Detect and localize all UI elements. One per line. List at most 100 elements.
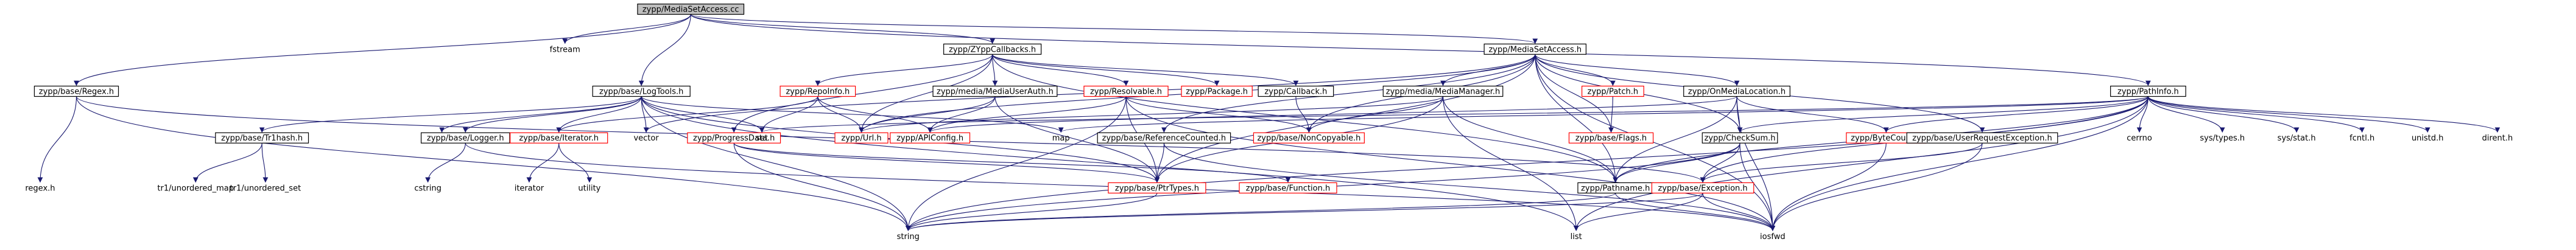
node-box xyxy=(215,132,309,144)
node-onmedialocation[interactable]: zypp/OnMediaLocation.h xyxy=(1683,85,1790,97)
node-label: zypp/base/LogTools.h xyxy=(599,88,683,97)
node-label: zypp/Package.h xyxy=(1186,88,1248,97)
node-label: zypp/base/ReferenceCounted.h xyxy=(1102,134,1226,143)
node-zyppcb[interactable]: zypp/ZYppCallbacks.h xyxy=(943,43,1042,55)
node-box xyxy=(1181,85,1253,97)
edge-resolvable-to-apiconfig xyxy=(927,96,1127,133)
node-box xyxy=(1253,132,1365,144)
node-box xyxy=(779,85,856,97)
edge-zyppcb-to-resolvable xyxy=(992,54,1129,86)
edge-root-to-logtools xyxy=(638,14,691,86)
edge-regex-to-string xyxy=(76,96,911,231)
node-label: fcntl.h xyxy=(2349,134,2374,143)
node-box xyxy=(420,132,510,144)
edge-resolvable-to-noncopyable xyxy=(1125,96,1312,133)
edge-root-to-regex xyxy=(74,14,691,86)
node-box xyxy=(1382,85,1504,97)
edge-exception-to-string xyxy=(906,192,1703,231)
node-box xyxy=(890,132,971,144)
node-label: tr1/unordered_set xyxy=(230,184,301,193)
edge-onmedialocation-to-iosfwd xyxy=(1736,96,1776,231)
node-label: iterator xyxy=(515,184,544,193)
node-label: zypp/base/Logger.h xyxy=(427,134,504,143)
node-label: zypp/base/Flags.h xyxy=(1575,134,1647,143)
node-box xyxy=(1701,132,1778,144)
node-noncopyable[interactable]: zypp/base/NonCopyable.h xyxy=(1253,132,1365,144)
node-box xyxy=(1483,43,1587,55)
node-url[interactable]: zypp/Url.h xyxy=(834,132,889,144)
node-pathname[interactable]: zypp/Pathname.h xyxy=(1577,182,1654,194)
edge-root-to-zyppcb xyxy=(690,14,995,44)
edge-patch-to-flags xyxy=(1608,96,1614,133)
edge-logtools-to-iostream xyxy=(439,96,642,133)
node-label: zypp/MediaSetAccess.h xyxy=(1488,45,1582,54)
node-unistd: unistd.h xyxy=(2412,134,2444,143)
edge-onmedialocation-to-pathname xyxy=(1613,96,1737,183)
edge-mediamanager-to-noncopyable xyxy=(1306,96,1444,133)
node-box xyxy=(687,132,781,144)
node-repoinfo[interactable]: zypp/RepoInfo.h xyxy=(779,85,856,97)
node-checksum[interactable]: zypp/CheckSum.h xyxy=(1701,132,1778,144)
edge-zyppcb-to-callback xyxy=(992,54,1299,86)
node-exception[interactable]: zypp/base/Exception.h xyxy=(1651,182,1754,194)
node-label: zypp/ZYppCallbacks.h xyxy=(949,45,1036,54)
node-mediauserauth[interactable]: zypp/media/MediaUserAuth.h xyxy=(932,85,1058,97)
node-package[interactable]: zypp/Package.h xyxy=(1181,85,1253,97)
node-iosfwd: iosfwd xyxy=(1760,232,1786,241)
node-function[interactable]: zypp/base/Function.h xyxy=(1239,182,1337,194)
node-pathinfo[interactable]: zypp/PathInfo.h xyxy=(2110,85,2186,97)
node-apiconfig[interactable]: zypp/APIConfig.h xyxy=(890,132,971,144)
node-label: zypp/Url.h xyxy=(841,134,881,143)
node-ptrtypes[interactable]: zypp/base/PtrTypes.h xyxy=(1108,182,1206,194)
node-progressdata[interactable]: zypp/ProgressData.h xyxy=(687,132,781,144)
node-callback[interactable]: zypp/Callback.h xyxy=(1258,85,1334,97)
edge-regex-to-exception xyxy=(76,96,1706,183)
node-msa[interactable]: zypp/MediaSetAccess.h xyxy=(1483,43,1587,55)
node-userreqexc[interactable]: zypp/base/UserRequestException.h xyxy=(1906,132,2058,144)
node-fstream: fstream xyxy=(550,45,580,54)
edge-pathinfo-to-bytecount xyxy=(1883,96,2148,133)
node-label: dirent.h xyxy=(2482,134,2513,143)
nodes-layer: zypp/MediaSetAccess.cc fstream zypp/ZYppCa… xyxy=(25,3,2513,241)
node-box xyxy=(2110,85,2186,97)
node-label: zypp/RepoInfo.h xyxy=(786,88,850,97)
edge-zyppcb-to-progressdata xyxy=(731,54,993,133)
node-flags[interactable]: zypp/base/Flags.h xyxy=(1568,132,1654,144)
node-label: zypp/base/Tr1hash.h xyxy=(221,134,303,143)
node-label: zypp/MediaSetAccess.cc xyxy=(642,5,739,15)
node-label: cstring xyxy=(414,184,441,193)
node-label: sys/stat.h xyxy=(2278,134,2316,143)
node-patch[interactable]: zypp/Patch.h xyxy=(1582,85,1644,97)
edge-msa-to-patch xyxy=(1535,54,1616,86)
edge-progressdata-to-ptrtypes xyxy=(733,142,1160,183)
node-refcounted[interactable]: zypp/base/ReferenceCounted.h xyxy=(1097,132,1231,144)
node-logger[interactable]: zypp/base/Logger.h xyxy=(420,132,510,144)
node-label: iosfwd xyxy=(1760,232,1786,241)
edge-pathinfo-to-systypes xyxy=(2147,96,2225,133)
node-label: tr1/unordered_map xyxy=(157,184,234,193)
node-logtools[interactable]: zypp/base/LogTools.h xyxy=(592,85,691,97)
node-box xyxy=(932,85,1058,97)
node-box xyxy=(1097,132,1231,144)
node-regex[interactable]: zypp/base/Regex.h xyxy=(33,85,119,97)
edge-logtools-to-logger xyxy=(462,96,642,133)
node-label: sys/types.h xyxy=(2200,134,2245,143)
edge-tr1hash-to-tr1umap xyxy=(192,143,262,183)
node-box xyxy=(1568,132,1654,144)
node-iterator_h[interactable]: zypp/base/Iterator.h xyxy=(510,132,608,144)
edge-repoinfo-to-iterator_h xyxy=(556,96,818,133)
edge-pathname-to-iosfwd xyxy=(1615,193,1776,231)
edge-logger-to-cstring xyxy=(425,143,466,183)
node-string: string xyxy=(897,232,920,241)
node-label: zypp/media/MediaManager.h xyxy=(1386,88,1500,97)
node-label: zypp/Pathname.h xyxy=(1581,184,1650,193)
edge-msa-to-onmedialocation xyxy=(1535,54,1740,86)
edge-pathinfo-to-iosfwd xyxy=(1770,96,2148,231)
node-root[interactable]: zypp/MediaSetAccess.cc xyxy=(637,3,745,15)
node-box xyxy=(1108,182,1206,194)
node-resolvable[interactable]: zypp/Resolvable.h xyxy=(1083,85,1169,97)
node-tr1hash[interactable]: zypp/base/Tr1hash.h xyxy=(215,132,309,144)
edge-root-to-pathinfo xyxy=(690,14,2151,86)
node-mediamanager[interactable]: zypp/media/MediaManager.h xyxy=(1382,85,1504,97)
edge-msa-to-flags xyxy=(1535,54,1614,133)
